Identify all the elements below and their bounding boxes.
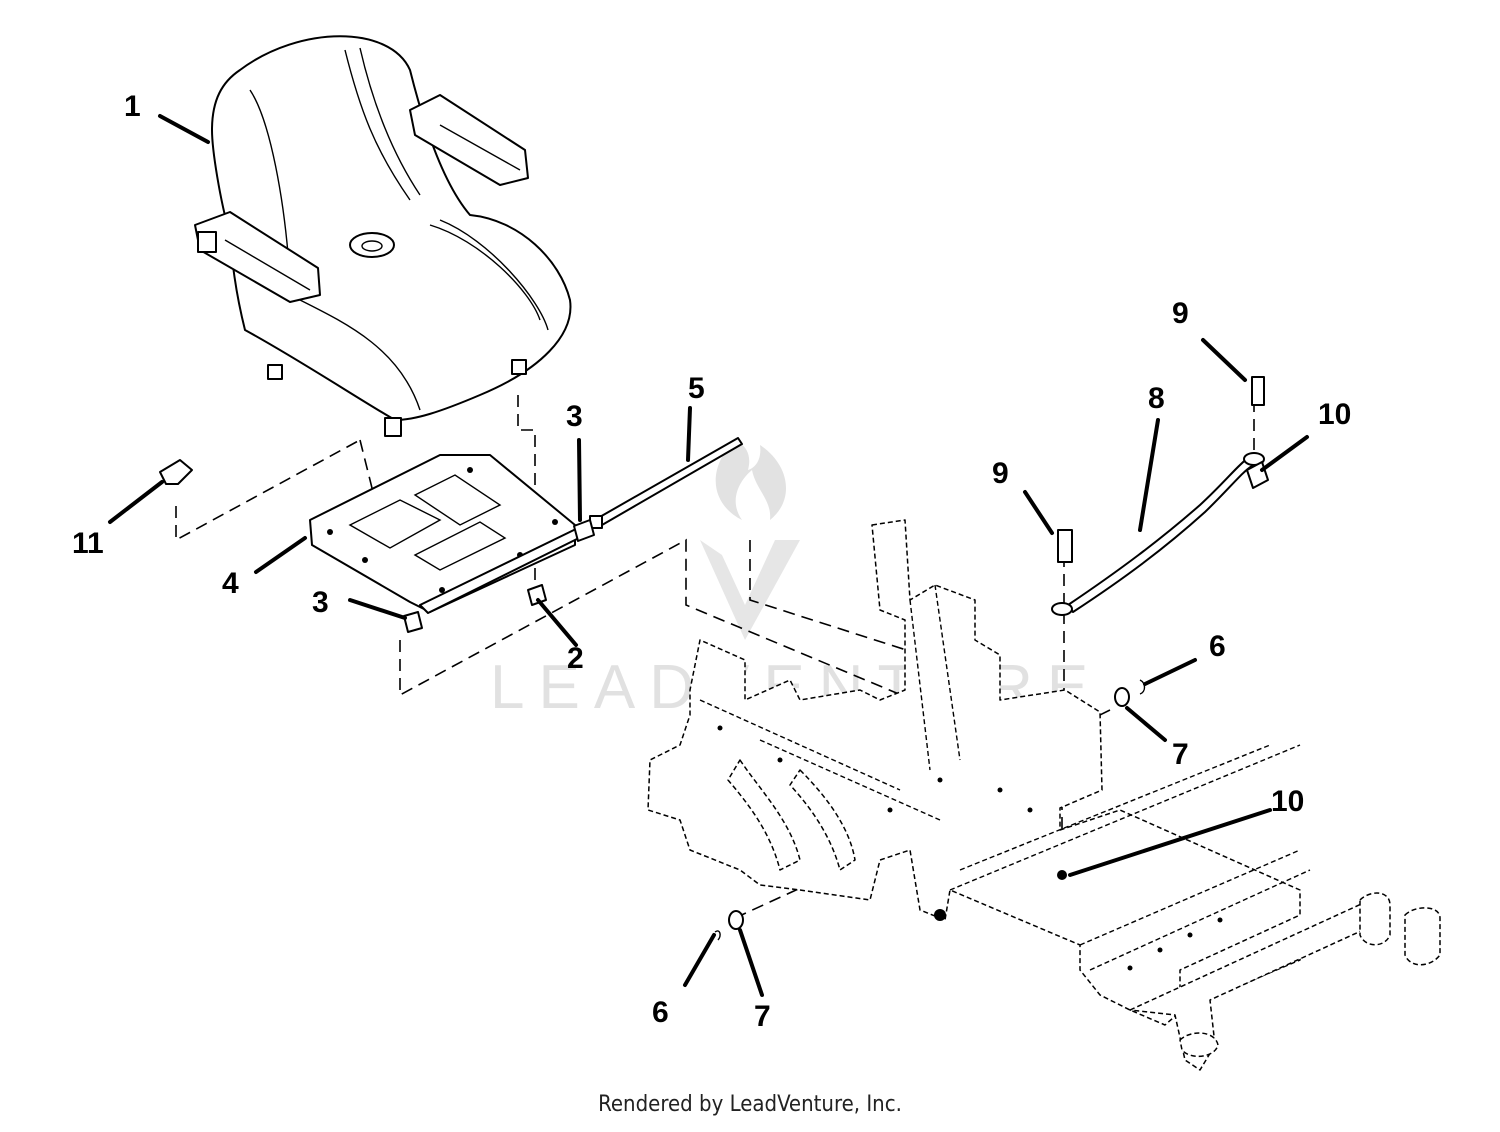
callout-9-left: 9	[992, 457, 1009, 490]
callout-5: 5	[688, 372, 705, 405]
watermark-v-icon	[700, 540, 800, 640]
chassis-frame	[647, 519, 1441, 1071]
washers	[714, 679, 1146, 941]
callout-2: 2	[567, 642, 584, 675]
watermark: LEADVENTURE	[490, 440, 1088, 722]
callout-7-right: 7	[1172, 738, 1189, 771]
callout-3-lower: 3	[312, 586, 329, 619]
callout-10-upper: 10	[1318, 398, 1351, 431]
callout-10-lower: 10	[1271, 785, 1304, 818]
callout-1: 1	[124, 90, 141, 123]
footer-credit: Rendered by LeadVenture, Inc.	[598, 1092, 902, 1117]
callout-3-upper: 3	[566, 400, 583, 433]
hinge-rod	[589, 437, 743, 529]
seat-switch-clip	[159, 459, 193, 485]
small-hardware	[159, 459, 595, 633]
bushing-lower	[403, 611, 423, 633]
seat	[194, 35, 572, 437]
callout-4: 4	[222, 567, 239, 600]
callout-8: 8	[1148, 382, 1165, 415]
seat-plate	[309, 454, 586, 614]
callout-labels: 1 2 3 3 4 5 6 6 7 7 8 9 9 10 10 11	[72, 90, 1351, 1033]
callout-7-left: 7	[754, 1000, 771, 1033]
nut	[527, 584, 547, 606]
callout-11: 11	[72, 527, 104, 560]
watermark-flame-icon	[715, 440, 787, 520]
leader-lines	[108, 114, 1309, 997]
callout-9-right: 9	[1172, 297, 1189, 330]
bushing-upper	[573, 519, 595, 542]
callout-6-left: 6	[652, 996, 669, 1029]
callout-6-right: 6	[1209, 630, 1226, 663]
